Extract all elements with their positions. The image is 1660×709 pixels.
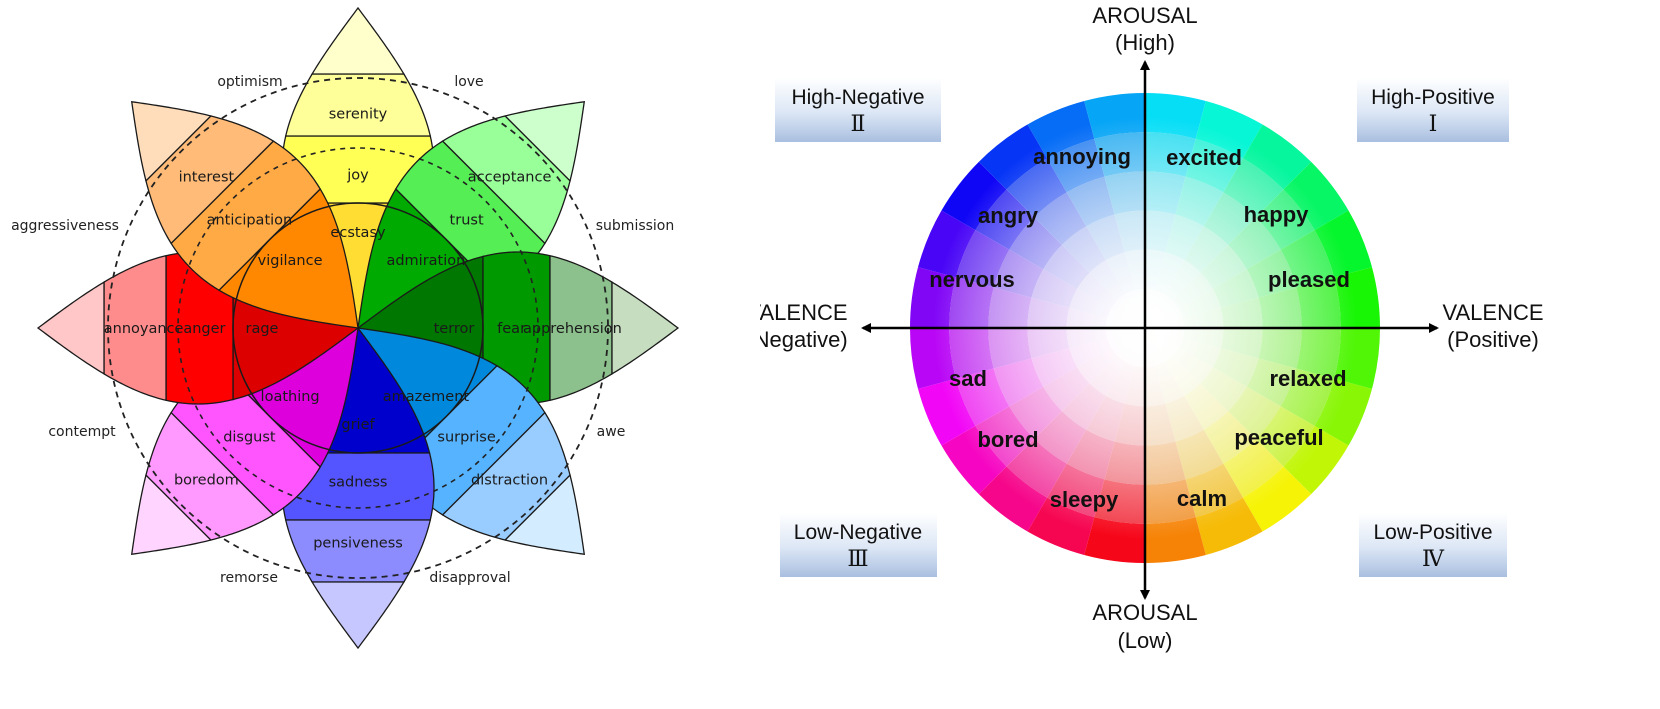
quadrant-title: High-Negative: [791, 86, 924, 109]
emotion-label-sadness: sadness: [329, 475, 388, 491]
quadrant-numeral: Ⅲ: [847, 547, 868, 572]
inner-dashed-circle: [177, 147, 539, 509]
emotion-label-interest: interest: [179, 169, 235, 185]
dyad-aggressiveness: aggressiveness: [11, 218, 119, 234]
petal-band: [503, 473, 586, 556]
valence-positive-sublabel: (Positive): [1447, 327, 1539, 352]
plutchik-wheel: ecstasy joy serenity admiration trust accepta…: [11, 6, 680, 650]
quadrant-numeral: Ⅳ: [1422, 547, 1445, 572]
outer-dashed-circle: [107, 77, 609, 579]
emotion-label-annoyance: annoyance: [104, 321, 184, 337]
petal-labels-layer: ecstasy joy serenity admiration trust accepta…: [104, 107, 622, 552]
emotion-angry: angry: [978, 203, 1039, 228]
emotion-label-anticipation: anticipation: [207, 212, 293, 228]
emotion-pleased: pleased: [1268, 267, 1350, 292]
dyad-remorse: remorse: [220, 570, 278, 586]
emotion-label-grief: grief: [341, 417, 375, 433]
quadrant-low-positive: Low-Positive Ⅳ: [1359, 513, 1507, 577]
emotion-label-terror: terror: [434, 321, 475, 337]
quadrant-title: High-Positive: [1371, 86, 1495, 109]
petals-layer: [36, 6, 680, 650]
petal-band: [130, 100, 213, 183]
core-circle: [232, 202, 484, 454]
quadrant-title: Low-Positive: [1373, 521, 1492, 544]
quadrant-high-negative: High-Negative Ⅱ: [775, 78, 941, 142]
valence-negative-sublabel: (Negative): [760, 327, 848, 352]
arousal-high-sublabel: (High): [1115, 30, 1175, 55]
valence-arousal-wheel: AROUSAL (High) AROUSAL (Low) VALENCE (Ne…: [760, 3, 1544, 653]
emotion-nervous: nervous: [929, 267, 1015, 292]
emotion-label-surprise: surprise: [437, 430, 495, 446]
emotion-label-amazement: amazement: [383, 389, 470, 405]
emotion-label-trust: trust: [450, 212, 484, 228]
quadrant-numeral: Ⅰ: [1429, 112, 1438, 137]
petal-band: [611, 280, 680, 376]
emotion-label-pensiveness: pensiveness: [313, 535, 403, 551]
petal-band: [36, 280, 105, 376]
emotion-label-serenity: serenity: [329, 107, 388, 123]
emotion-labels: annoying excited angry happy nervous ple…: [929, 144, 1350, 512]
quadrant-box: [775, 78, 941, 142]
emotion-label-ecstasy: ecstasy: [330, 225, 386, 241]
quadrant-box: [1357, 78, 1509, 142]
emotion-label-boredom: boredom: [174, 473, 239, 489]
quadrant-low-negative: Low-Negative Ⅲ: [780, 513, 937, 577]
emotion-happy: happy: [1244, 202, 1310, 227]
emotion-label-apprehension: apprehension: [523, 321, 622, 337]
emotion-label-vigilance: vigilance: [258, 253, 323, 269]
dyad-love: love: [454, 74, 483, 90]
emotion-calm: calm: [1177, 486, 1227, 511]
emotion-label-anger: anger: [183, 321, 225, 337]
petal-band: [503, 100, 586, 183]
emotion-sleepy: sleepy: [1050, 487, 1119, 512]
emotion-label-rage: rage: [246, 321, 279, 337]
petal-band: [310, 6, 406, 75]
emotion-label-fear: fear: [497, 321, 526, 337]
quadrant-title: Low-Negative: [794, 521, 922, 544]
dyad-submission: submission: [596, 218, 675, 234]
quadrant-box: [1359, 513, 1507, 577]
emotion-label-joy: joy: [346, 167, 369, 183]
arousal-high-label: AROUSAL: [1092, 3, 1197, 28]
valence-positive-label: VALENCE: [1442, 300, 1543, 325]
dyad-disapproval: disapproval: [429, 570, 510, 586]
arousal-low-label: AROUSAL: [1092, 600, 1197, 625]
dyad-optimism: optimism: [217, 74, 282, 90]
emotion-relaxed: relaxed: [1269, 366, 1346, 391]
emotion-label-distraction: distraction: [471, 473, 548, 489]
quadrant-high-positive: High-Positive Ⅰ: [1357, 78, 1509, 142]
valence-negative-label: VALENCE: [760, 300, 848, 325]
dyad-contempt: contempt: [48, 424, 116, 440]
quadrant-numeral: Ⅱ: [851, 112, 866, 137]
quadrant-box: [780, 513, 937, 577]
emotion-label-loathing: loathing: [261, 389, 320, 405]
emotion-sad: sad: [949, 366, 987, 391]
petal-anticipation: [130, 100, 359, 329]
petal-band: [310, 581, 406, 650]
emotion-label-acceptance: acceptance: [468, 169, 552, 185]
petal-band: [130, 473, 213, 556]
emotion-label-admiration: admiration: [386, 253, 465, 269]
dyad-labels: love submission awe disapproval remorse …: [11, 74, 674, 586]
emotion-label-disgust: disgust: [223, 430, 276, 446]
emotion-annoying: annoying: [1033, 144, 1131, 169]
dyad-awe: awe: [597, 424, 626, 440]
emotion-peaceful: peaceful: [1234, 425, 1323, 450]
emotion-excited: excited: [1166, 145, 1242, 170]
emotion-bored: bored: [977, 427, 1038, 452]
arousal-low-sublabel: (Low): [1117, 628, 1172, 653]
